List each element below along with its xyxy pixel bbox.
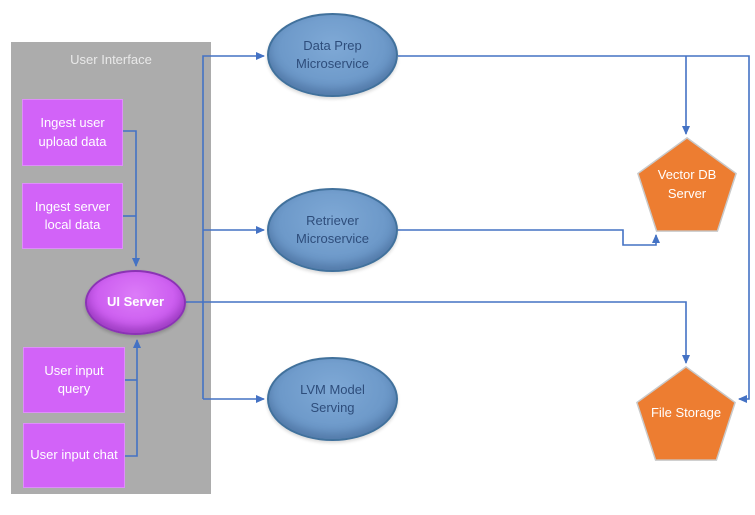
node-label: File Storage — [650, 405, 722, 421]
pentagon-shape — [636, 366, 736, 461]
edge-data-prep-to-file-storage — [398, 55, 750, 403]
node-label: Ingest user upload data — [38, 115, 107, 149]
edge-ui-server-to-file-storage — [186, 301, 690, 364]
edge-ingest-upload-to-ui-server — [123, 130, 140, 267]
edge-retriever-to-vector-db — [398, 229, 660, 246]
node-file-storage: File Storage — [636, 366, 736, 461]
node-label: LVM Model Serving — [300, 381, 365, 415]
node-label: Vector DB Server — [657, 167, 717, 201]
node-data-prep-microservice: Data Prep Microservice — [267, 13, 398, 97]
node-ui-server: UI Server — [85, 270, 186, 335]
container-title: User Interface — [70, 52, 152, 67]
node-label: UI Server — [106, 294, 165, 310]
node-label: Ingest server local data — [34, 198, 111, 232]
node-lvm-model-serving: LVM Model Serving — [267, 357, 398, 441]
node-label: Data Prep Microservice — [296, 37, 369, 71]
pentagon-shape — [637, 137, 737, 232]
node-ingest-user-upload-data: Ingest user upload data — [22, 99, 123, 166]
node-vector-db-server: Vector DB Server — [637, 137, 737, 232]
node-user-input-chat: User input chat — [23, 423, 125, 488]
node-label: User input query — [44, 362, 104, 396]
edge-user-input-chat-to-ui-server — [125, 339, 141, 457]
node-ingest-server-local-data: Ingest server local data — [22, 183, 123, 249]
edge-ui-server-to-data-prep — [202, 52, 265, 399]
node-label: Retriever Microservice — [296, 212, 369, 246]
node-label: User input chat — [30, 447, 118, 463]
node-retriever-microservice: Retriever Microservice — [267, 188, 398, 272]
node-user-input-query: User input query — [23, 347, 125, 413]
